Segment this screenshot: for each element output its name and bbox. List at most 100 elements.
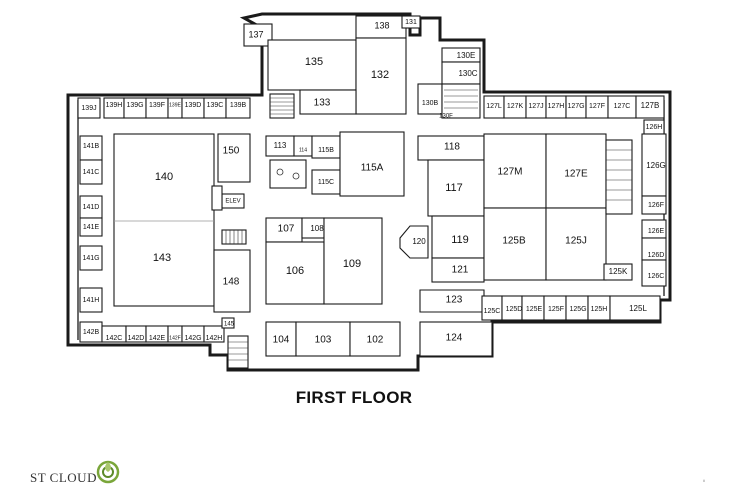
room-label-126e: 126E <box>648 228 665 235</box>
room-label-127g: 127G <box>567 103 584 110</box>
room-label-127f: 127F <box>589 103 605 110</box>
room-label-127h: 127H <box>548 103 565 110</box>
room-label-115a: 115A <box>361 163 384 174</box>
room-label-126d: 126D <box>648 252 665 259</box>
room-label-106: 106 <box>286 265 304 277</box>
stair-north <box>269 93 295 119</box>
room-column-141 <box>79 135 103 343</box>
room-label-102: 102 <box>367 335 384 346</box>
room-label-126f: 126F <box>648 202 664 209</box>
room-label-141d: 141D <box>83 204 100 211</box>
logo: ST CLOUD <box>30 458 140 487</box>
room-label-133: 133 <box>314 98 331 109</box>
stair-south <box>227 335 249 369</box>
room-row-139 <box>77 97 251 119</box>
room-label-127m: 127M <box>497 167 522 178</box>
room-label-126g: 126G <box>646 161 666 170</box>
room-label-142c: 142C <box>106 335 123 342</box>
room-label-132: 132 <box>371 69 389 81</box>
room-label-126h: 126H <box>646 124 663 131</box>
room-label-130e: 130E <box>457 51 476 60</box>
room-label-114: 114 <box>299 147 307 153</box>
room-label-103: 103 <box>315 335 332 346</box>
room-label-127k: 127K <box>507 103 524 110</box>
room-label-139c: 139C <box>207 102 224 109</box>
room-row-142 <box>101 325 225 343</box>
room-label-108: 108 <box>310 224 324 233</box>
room-label-142f: 142F <box>169 335 180 341</box>
room-label-115c: 115C <box>318 179 334 186</box>
room-label-107: 107 <box>278 224 295 235</box>
room-label-142e: 142E <box>149 335 166 342</box>
room-label-elev: ELEV <box>225 199 240 205</box>
room-label-138: 138 <box>374 20 389 30</box>
room-label-125g: 125G <box>569 306 586 313</box>
room-label-127l: 127L <box>486 103 502 110</box>
room-label-145: 145 <box>224 322 235 328</box>
room-row-127 <box>483 95 665 135</box>
room-label-125k: 125K <box>609 267 628 276</box>
floor-title: FIRST FLOOR <box>295 388 413 407</box>
room-label-109: 109 <box>343 258 361 270</box>
room-label-117: 117 <box>445 182 463 194</box>
room-label-148: 148 <box>223 277 240 288</box>
room-label-130c: 130C <box>458 69 477 78</box>
room-label-104: 104 <box>273 335 290 346</box>
leaf-ring-icon <box>96 460 120 484</box>
stair-west <box>221 229 247 245</box>
room-label-139f: 139F <box>149 102 165 109</box>
room-label-139j: 139J <box>81 105 96 112</box>
room-label-141e: 141E <box>83 224 100 231</box>
room-label-120: 120 <box>412 237 426 246</box>
room-label-141b: 141B <box>83 143 100 150</box>
room-label-139d: 139D <box>185 102 202 109</box>
room-label-141g: 141G <box>82 255 99 262</box>
room-label-127j: 127J <box>528 103 543 110</box>
room-label-140: 140 <box>155 171 173 183</box>
room-label-125h: 125H <box>591 306 608 313</box>
room-label-142d: 142D <box>128 335 145 342</box>
page-mark: ii <box>703 478 705 483</box>
room-label-113: 113 <box>274 141 287 150</box>
room-label-115b: 115B <box>318 147 334 154</box>
room-label-142g: 142G <box>184 335 201 342</box>
room-label-139b: 139B <box>230 102 247 109</box>
room-label-131: 131 <box>405 19 417 26</box>
room-label-139h: 139H <box>106 102 123 109</box>
room-label-125j: 125J <box>565 236 587 247</box>
room-label-142b: 142B <box>83 329 100 336</box>
room-row-125 <box>481 295 661 321</box>
room-label-127e: 127E <box>564 169 588 180</box>
room-label-125e: 125E <box>526 306 543 313</box>
room-label-118: 118 <box>444 142 460 153</box>
room-label-124: 124 <box>446 333 463 344</box>
room-label-125b: 125B <box>502 236 526 247</box>
room-label-125f: 125F <box>548 306 564 313</box>
room-label-125c: 125C <box>484 308 501 315</box>
room-label-143: 143 <box>153 252 171 264</box>
room-label-127c: 127C <box>614 103 631 110</box>
room-label-121: 121 <box>452 265 469 276</box>
room-label-141h: 141H <box>83 297 100 304</box>
room-column-126 <box>641 133 667 287</box>
stair-east <box>605 139 633 215</box>
room-labels: 137 138 131 135 132 133 130E 130C 130B 130F 139J 13… <box>81 19 665 346</box>
stair-130 <box>444 89 478 109</box>
logo-text: ST CLOUD <box>30 470 97 485</box>
room-label-130b: 130B <box>422 100 439 107</box>
room-label-119: 119 <box>451 234 469 246</box>
room-label-135: 135 <box>305 56 323 68</box>
room-label-130f: 130F <box>439 114 453 120</box>
room-label-125d: 125D <box>506 306 523 313</box>
room-label-139e: 139E <box>169 102 181 108</box>
room-label-137: 137 <box>248 29 263 39</box>
room-label-141c: 141C <box>83 169 100 176</box>
room-label-150: 150 <box>223 146 240 157</box>
room-label-142h: 142H <box>206 335 223 342</box>
room-label-139g: 139G <box>126 102 143 109</box>
room-label-123: 123 <box>446 295 463 306</box>
room-label-127b: 127B <box>641 101 660 110</box>
room-label-125l: 125L <box>629 304 647 313</box>
room-label-126c: 126C <box>648 273 665 280</box>
